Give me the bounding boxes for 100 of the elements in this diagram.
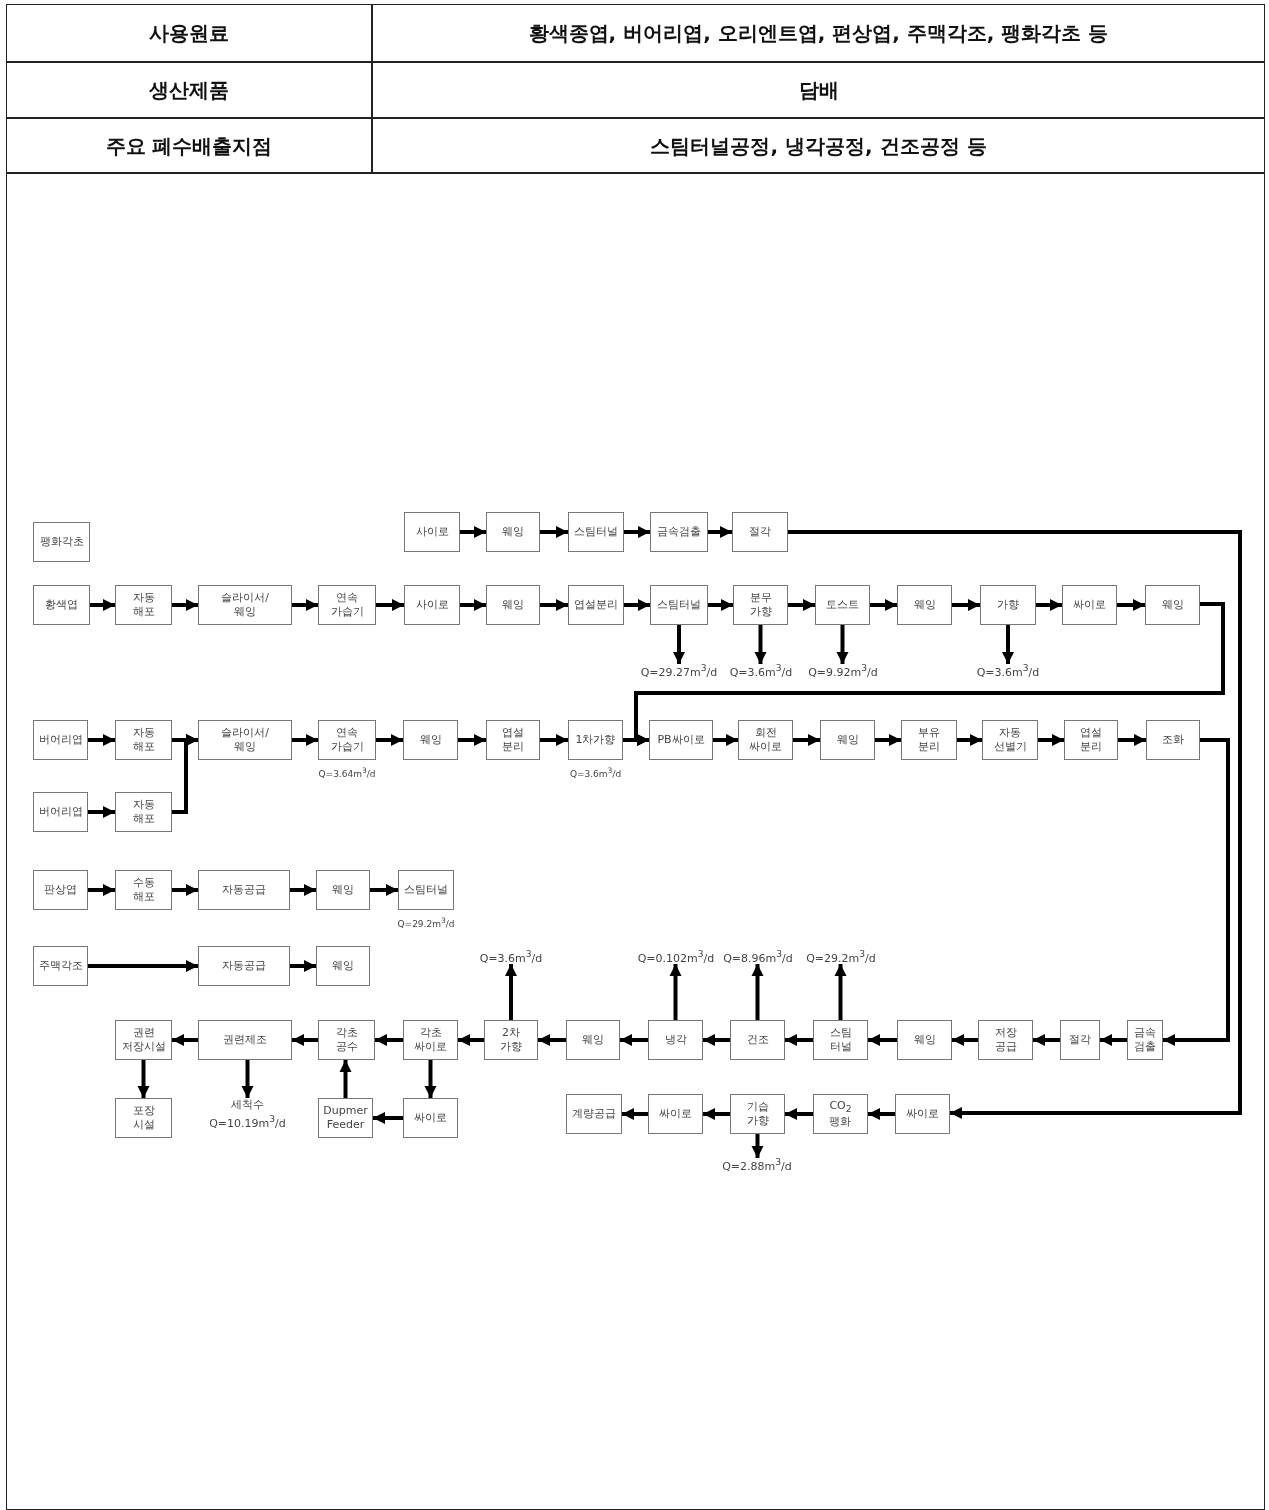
process-box: 주맥각조 xyxy=(33,946,88,986)
arrow xyxy=(1033,1034,1060,1046)
process-box: 건조 xyxy=(730,1020,785,1060)
flow-rate-label: Q=3.6m$^{3}$/d xyxy=(726,664,796,678)
flow-rate-label: Q=3.6m$^{3}$/d xyxy=(569,766,622,779)
arrow xyxy=(241,1060,254,1098)
process-box: 웨잉 xyxy=(1145,585,1200,625)
arrow xyxy=(708,526,732,538)
process-box: 냉각 xyxy=(648,1020,703,1060)
arrow xyxy=(785,1034,813,1046)
process-box: 권련제조 xyxy=(198,1020,292,1060)
arrow xyxy=(172,599,198,611)
arrow xyxy=(458,1034,484,1046)
arrow xyxy=(754,625,767,664)
arrow xyxy=(88,734,115,746)
table-cell: 사용원료 xyxy=(6,4,372,62)
process-box: Dupmer Feeder xyxy=(318,1098,373,1138)
process-box: 사이로 xyxy=(404,512,460,552)
flow-rate-label: Q=3.6m$^{3}$/d xyxy=(973,664,1043,678)
arrow xyxy=(1002,625,1014,664)
process-box: 엽설 분리 xyxy=(1064,720,1118,760)
arrow xyxy=(88,960,198,972)
arrow xyxy=(1118,734,1146,746)
process-box: 엽설 분리 xyxy=(486,720,540,760)
process-box: 회전 싸이로 xyxy=(738,720,793,760)
arrow xyxy=(623,734,649,746)
process-box: 자동공급 xyxy=(198,946,290,986)
arrow xyxy=(458,734,486,746)
arrow xyxy=(373,1112,403,1124)
process-box: 싸이로 xyxy=(648,1094,703,1134)
process-box: 웨잉 xyxy=(820,720,875,760)
arrow xyxy=(540,599,568,611)
arrow xyxy=(137,1060,150,1098)
table-cell: 담배 xyxy=(372,62,1265,118)
arrow xyxy=(339,1060,352,1098)
arrow xyxy=(708,599,733,611)
arrow xyxy=(620,1034,648,1046)
arrow xyxy=(88,884,115,896)
arrow xyxy=(624,599,650,611)
arrow xyxy=(290,884,316,896)
process-box: 스팀터널 xyxy=(568,512,624,552)
process-box: 웨잉 xyxy=(897,1020,952,1060)
process-box: 각초 싸이로 xyxy=(403,1020,458,1060)
process-box: 웨잉 xyxy=(316,870,370,910)
table-cell: 주요 폐수배출지점 xyxy=(6,118,372,174)
process-box: 자동 해포 xyxy=(115,585,172,625)
process-box: 포장 시설 xyxy=(115,1098,172,1138)
process-box: 자동 해포 xyxy=(115,792,172,832)
process-box: 자동공급 xyxy=(198,870,290,910)
table-cell: 황색종엽, 버어리엽, 오리엔트엽, 편상엽, 주맥각조, 팽화각초 등 xyxy=(372,4,1265,62)
process-box: 웨잉 xyxy=(486,585,540,625)
arrow xyxy=(713,734,738,746)
arrow xyxy=(376,734,403,746)
arrow xyxy=(375,1034,403,1046)
arrow xyxy=(292,734,318,746)
arrow xyxy=(540,526,568,538)
process-box: 자동 선별기 xyxy=(982,720,1038,760)
arrow xyxy=(952,1034,978,1046)
arrow xyxy=(788,599,815,611)
process-box: 분무 가향 xyxy=(733,585,788,625)
arrow xyxy=(868,1034,897,1046)
process-box: 웨잉 xyxy=(897,585,952,625)
arrow xyxy=(172,884,198,896)
flow-rate-label: Q=29.2m$^{3}$/d xyxy=(806,950,876,964)
process-box: 슬라이서/웨잉 xyxy=(198,720,292,760)
process-box: 웨잉 xyxy=(486,512,540,552)
arrow xyxy=(622,1108,648,1120)
arrow xyxy=(870,599,897,611)
process-box: 각초 공수 xyxy=(318,1020,375,1060)
process-box: 권련 저장시설 xyxy=(115,1020,172,1060)
process-box: 금속 검출 xyxy=(1127,1020,1163,1060)
process-box: 연속 가습기 xyxy=(318,720,376,760)
arrow xyxy=(1036,599,1062,611)
process-box: 기습 가향 xyxy=(730,1094,785,1134)
arrow xyxy=(172,734,198,814)
process-box: 사이로 xyxy=(404,585,460,625)
arrow xyxy=(669,964,682,1020)
arrow xyxy=(370,884,398,896)
arrow xyxy=(785,1108,813,1120)
arrow xyxy=(90,599,115,611)
process-box: 스팀 터널 xyxy=(813,1020,868,1060)
arrow xyxy=(868,1108,895,1120)
arrow xyxy=(538,1034,566,1046)
arrow xyxy=(505,964,517,1020)
arrow xyxy=(703,1034,730,1046)
process-box: 절각 xyxy=(1060,1020,1100,1060)
arrow xyxy=(1117,599,1145,611)
arrow xyxy=(836,625,849,664)
arrow xyxy=(1163,738,1230,1046)
process-box: 부유 분리 xyxy=(901,720,957,760)
process-box: 싸이로 xyxy=(1062,585,1117,625)
process-box: 금속검출 xyxy=(650,512,708,552)
arrow xyxy=(172,1034,198,1046)
arrow xyxy=(1100,1034,1127,1046)
arrow xyxy=(540,734,568,746)
arrow xyxy=(290,960,316,972)
process-box: 웨잉 xyxy=(566,1020,620,1060)
process-box: 절각 xyxy=(732,512,788,552)
arrow xyxy=(793,734,820,746)
process-box: 연속 가습기 xyxy=(318,585,376,625)
